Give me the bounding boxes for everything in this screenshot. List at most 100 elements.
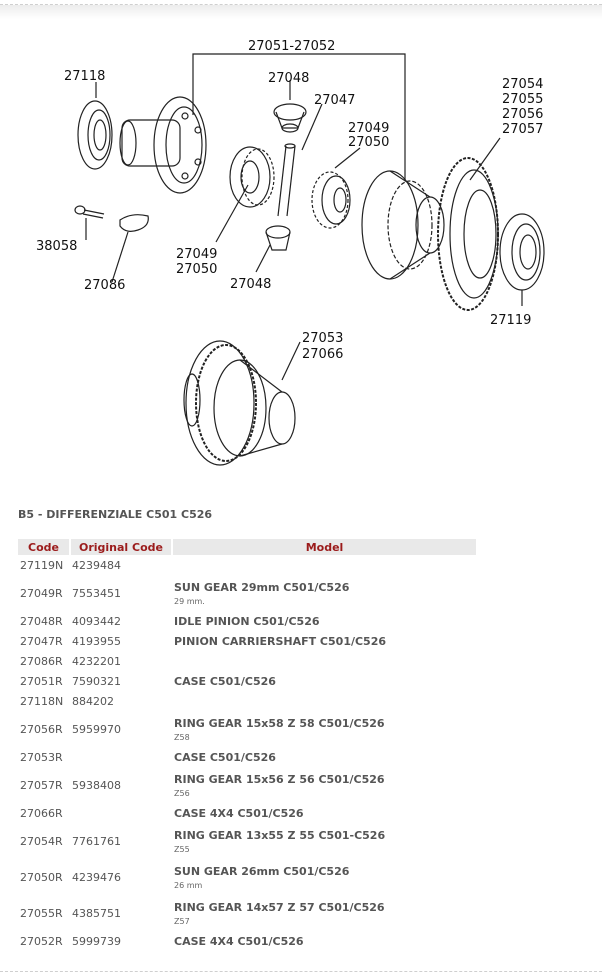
model-name: RING GEAR 15x58 Z 58 C501/C526 bbox=[174, 716, 385, 730]
cell-code: 27066R bbox=[20, 806, 63, 820]
label-27049-top: 27049 bbox=[348, 121, 389, 136]
cell-original-code: 4193955 bbox=[72, 634, 121, 648]
model-detail: Z58 bbox=[174, 732, 190, 742]
cell-model: CASE C501/C526 bbox=[172, 671, 477, 691]
lock-plate-27086 bbox=[119, 214, 149, 232]
cell-original-code: 5999739 bbox=[72, 934, 121, 948]
assembled-differential-27053 bbox=[183, 340, 296, 466]
idle-pinion-top-27048 bbox=[273, 103, 307, 133]
table-header-row: Code Original Code Model bbox=[18, 539, 478, 555]
label-38058: 38058 bbox=[36, 239, 77, 254]
label-27048-top: 27048 bbox=[268, 71, 309, 86]
table-row: 27051R 7590321 CASE C501/C526 bbox=[18, 671, 477, 691]
model-name: IDLE PINION C501/C526 bbox=[174, 614, 320, 628]
cell-original-code: 4239484 bbox=[72, 558, 121, 572]
cell-model bbox=[172, 651, 477, 671]
idle-pinion-bottom-27048 bbox=[265, 225, 291, 251]
bottom-dashed-border bbox=[0, 963, 602, 972]
cell-model: PINION CARRIERSHAFT C501/C526 bbox=[172, 631, 477, 651]
cell-model: SUN GEAR 29mm C501/C526 29 mm. bbox=[172, 575, 477, 611]
label-27053: 27053 bbox=[302, 331, 343, 346]
ring-gear-27054 bbox=[437, 157, 499, 311]
model-name: CASE C501/C526 bbox=[174, 750, 276, 764]
cell-code: 27056R bbox=[20, 722, 63, 736]
model-detail: Z57 bbox=[174, 916, 190, 926]
label-27047: 27047 bbox=[314, 93, 355, 108]
cell-code: 27051R bbox=[20, 674, 63, 688]
cell-original-code: 5959970 bbox=[72, 722, 121, 736]
label-27086: 27086 bbox=[84, 278, 125, 293]
cell-original-code: 7590321 bbox=[72, 674, 121, 688]
cell-original-code: 5938408 bbox=[72, 778, 121, 792]
cell-original-code: 4093442 bbox=[72, 614, 121, 628]
cell-code: 27049R bbox=[20, 586, 63, 600]
case-27051 bbox=[119, 96, 207, 194]
cell-original-code: 4232201 bbox=[72, 654, 121, 668]
exploded-parts-diagram: 27051-27052 27118 27048 27047 27049 2705… bbox=[36, 39, 545, 466]
cell-model: CASE C501/C526 bbox=[172, 747, 477, 767]
case-27052 bbox=[361, 170, 445, 280]
cell-model: CASE 4X4 C501/C526 bbox=[172, 931, 477, 951]
label-27054: 27054 bbox=[502, 77, 543, 92]
label-27055: 27055 bbox=[502, 92, 543, 107]
cell-code: 27057R bbox=[20, 778, 63, 792]
table-row: 27066R CASE 4X4 C501/C526 bbox=[18, 803, 477, 823]
bolt-38058 bbox=[74, 205, 105, 219]
label-27048-bottom: 27048 bbox=[230, 277, 271, 292]
table-row: 27119N 4239484 bbox=[18, 555, 477, 575]
model-name: RING GEAR 15x56 Z 56 C501/C526 bbox=[174, 772, 385, 786]
model-detail: 29 mm. bbox=[174, 596, 205, 606]
pinion-shaft-27047 bbox=[277, 143, 296, 217]
cell-original-code: 4239476 bbox=[72, 870, 121, 884]
model-detail: Z56 bbox=[174, 788, 190, 798]
model-name: SUN GEAR 29mm C501/C526 bbox=[174, 580, 350, 594]
table-row: 27056R 5959970 RING GEAR 15x58 Z 58 C501/C… bbox=[18, 711, 477, 747]
cell-model bbox=[172, 691, 477, 711]
model-name: CASE C501/C526 bbox=[174, 674, 276, 688]
cell-model: CASE 4X4 C501/C526 bbox=[172, 803, 477, 823]
cell-code: 27055R bbox=[20, 906, 63, 920]
cell-original-code: 7761761 bbox=[72, 834, 121, 848]
label-27050-top: 27050 bbox=[348, 135, 389, 150]
cell-original-code: 884202 bbox=[72, 694, 114, 708]
bearing-27119 bbox=[499, 213, 545, 291]
cell-original-code bbox=[70, 803, 172, 823]
model-name: SUN GEAR 26mm C501/C526 bbox=[174, 864, 350, 878]
model-detail: Z55 bbox=[174, 844, 190, 854]
table-row: 27057R 5938408 RING GEAR 15x56 Z 56 C501/C… bbox=[18, 767, 477, 803]
label-27119: 27119 bbox=[490, 313, 531, 328]
table-row: 27048R 4093442 IDLE PINION C501/C526 bbox=[18, 611, 477, 631]
table-row: 27053R CASE C501/C526 bbox=[18, 747, 477, 767]
sun-gear-left-27049 bbox=[229, 146, 275, 208]
header-original-code: Original Code bbox=[70, 539, 173, 555]
cell-code: 27048R bbox=[20, 614, 63, 628]
cell-model bbox=[172, 555, 477, 575]
model-name: CASE 4X4 C501/C526 bbox=[174, 806, 304, 820]
label-27118: 27118 bbox=[64, 69, 105, 84]
cell-code: 27050R bbox=[20, 870, 63, 884]
label-27049-bottom: 27049 bbox=[176, 247, 217, 262]
cell-code: 27119N bbox=[20, 558, 64, 572]
model-detail: 26 mm bbox=[174, 880, 203, 890]
label-27066: 27066 bbox=[302, 347, 343, 362]
cell-code: 27086R bbox=[20, 654, 63, 668]
model-name: RING GEAR 13x55 Z 55 C501-C526 bbox=[174, 828, 386, 842]
model-name: PINION CARRIERSHAFT C501/C526 bbox=[174, 634, 387, 648]
cell-model: SUN GEAR 26mm C501/C526 26 mm bbox=[172, 859, 477, 895]
label-27050-bottom: 27050 bbox=[176, 262, 217, 277]
cell-code: 27053R bbox=[20, 750, 63, 764]
cell-code: 27118N bbox=[20, 694, 64, 708]
sun-gear-right-27049 bbox=[311, 171, 351, 229]
table-row: 27050R 4239476 SUN GEAR 26mm C501/C526 26 m… bbox=[18, 859, 477, 895]
label-27051-27052: 27051-27052 bbox=[248, 39, 335, 54]
label-27057: 27057 bbox=[502, 122, 543, 137]
